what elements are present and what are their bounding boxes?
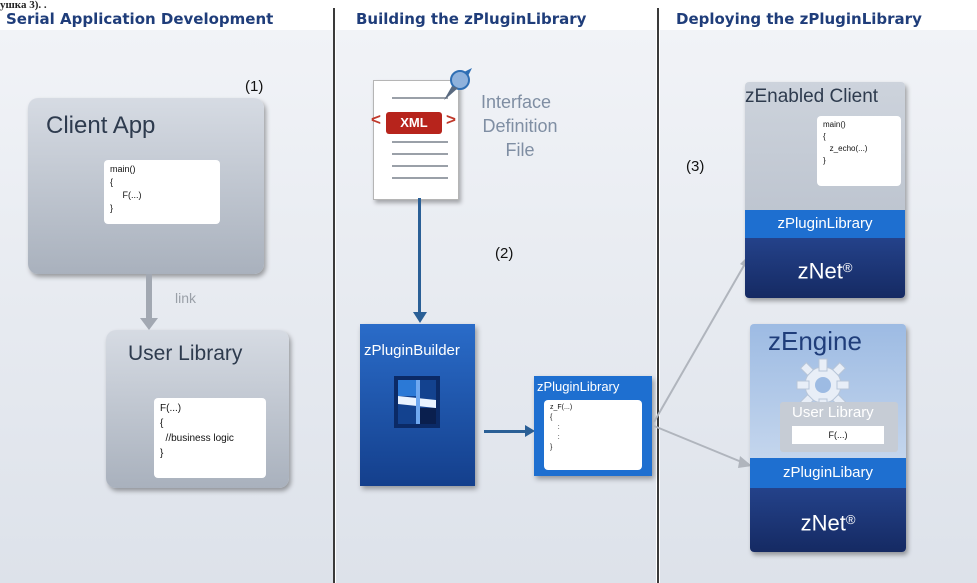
interface-label-line3: File — [505, 140, 535, 160]
zpluginlibrary-box: zPluginLibrary z_F(...) { : : } — [534, 376, 652, 476]
zengine-user-library-title: User Library — [792, 404, 874, 421]
xml-tag: XML — [386, 112, 442, 134]
xml-left-bracket: < — [371, 110, 381, 129]
interface-definition-label: Interface Definition File — [470, 90, 570, 162]
column-divider-1 — [333, 8, 335, 583]
pen-icon — [444, 68, 472, 100]
registered-mark: ® — [845, 512, 856, 527]
xml-to-builder-arrow — [418, 198, 421, 316]
client-app-title: Client App — [46, 112, 156, 139]
interface-label-line1: Interface — [480, 92, 552, 112]
deploy-arrows — [653, 254, 752, 468]
header-serial-development: Serial Application Development — [6, 10, 274, 28]
xml-doc-line — [392, 177, 448, 179]
user-library-title: User Library — [128, 342, 243, 365]
link-label: link — [175, 290, 197, 306]
xml-document — [373, 80, 459, 200]
xml-doc-line — [392, 97, 448, 99]
zenabled-client-title: zEnabled Client — [745, 86, 879, 107]
xml-right-bracket: > — [446, 110, 456, 129]
registered-mark: ® — [842, 260, 853, 275]
zengine-title: zEngine — [768, 326, 862, 356]
zenabled-client-box: zEnabled Client main() { z_echo(...) } z… — [745, 82, 905, 298]
step-1-label: (1) — [245, 78, 264, 95]
xml-doc-line — [392, 141, 448, 143]
column-divider-2 — [657, 8, 659, 583]
zpluginbuilder-title: zPluginBuilder — [364, 342, 460, 359]
user-library-box: User Library F(...) { //business logic } — [106, 330, 289, 488]
step-2-label: (2) — [495, 245, 514, 262]
zpluginbuilder-box: zPluginBuilder — [360, 324, 475, 486]
xml-doc-line — [392, 153, 448, 155]
zpluginlibrary-title: zPluginLibrary — [537, 379, 620, 394]
zpluginlibrary-code: z_F(...) { : : } — [544, 400, 642, 470]
caption-fragment: ушка 3). . — [0, 0, 47, 11]
client-app-box: Client App main() { F(...) } — [28, 98, 264, 274]
xml-doc-line — [392, 165, 448, 167]
zengine-user-library-code: F(...) — [792, 426, 884, 444]
zenabled-client-code: main() { z_echo(...) } — [817, 116, 901, 186]
xml-to-builder-arrow-head — [413, 312, 427, 323]
znet-logo-text: zNet — [797, 258, 843, 284]
header-building-library: Building the zPluginLibrary — [356, 10, 587, 28]
user-library-code: F(...) { //business logic } — [154, 398, 266, 478]
zengine-box: zEngine User Library F(...) zPluginLibar… — [750, 324, 906, 552]
zenabled-client-znet: zNet® — [745, 238, 905, 298]
link-arrow — [146, 274, 152, 324]
builder-to-library-arrow-head — [525, 425, 535, 437]
gear-icon — [796, 358, 850, 412]
header-deploying-library: Deploying the zPluginLibrary — [676, 10, 922, 28]
step-3-label: (3) — [686, 158, 705, 175]
zengine-library-bar: zPluginLibary — [750, 458, 906, 488]
link-arrow-head — [140, 318, 158, 330]
zenabled-client-library-bar: zPluginLibrary — [745, 210, 905, 238]
interface-label-line2: Definition — [482, 116, 558, 136]
client-app-code: main() { F(...) } — [104, 160, 220, 224]
builder-to-library-arrow — [484, 430, 528, 433]
zengine-znet: zNet® — [750, 488, 906, 552]
znet-logo-text: zNet — [800, 510, 846, 536]
cube-icon — [394, 376, 440, 428]
zengine-user-library-box: User Library F(...) — [780, 402, 898, 452]
